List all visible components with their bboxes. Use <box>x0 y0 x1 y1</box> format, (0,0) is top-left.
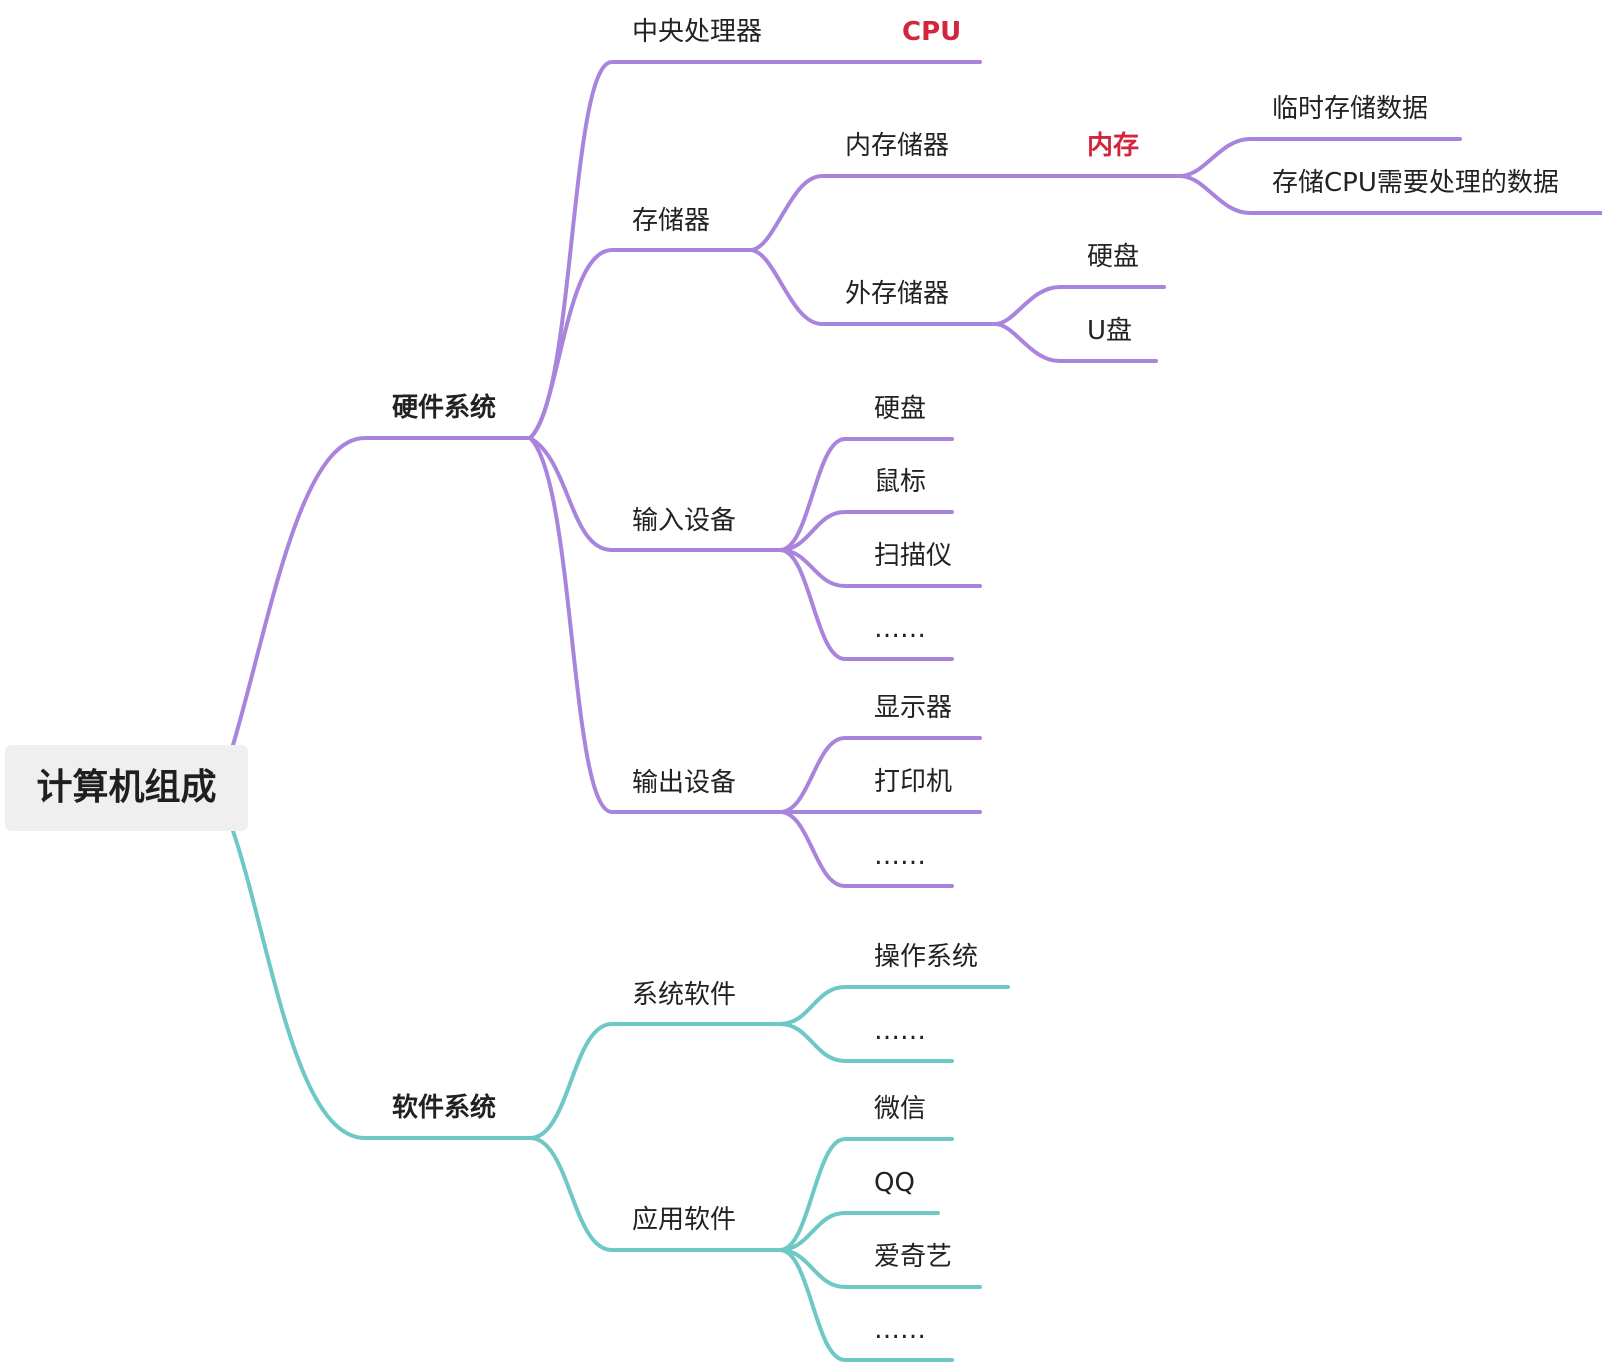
node-internal-storage-note: 内存 <box>1087 131 1140 161</box>
link-input-1 <box>778 437 954 552</box>
node-output-child-3[interactable]: …… <box>874 841 926 871</box>
link-application-3 <box>778 1248 982 1289</box>
root-label: 计算机组成 <box>36 767 217 808</box>
node-input-child-2[interactable]: 鼠标 <box>874 467 927 497</box>
link-external-udisk <box>993 322 1158 363</box>
link-storage-internal <box>748 174 1182 252</box>
software-connectors <box>231 829 1010 1362</box>
node-internal-child-1[interactable]: 临时存储数据 <box>1272 94 1429 124</box>
link-application-4 <box>778 1248 954 1362</box>
node-input-child-4[interactable]: …… <box>874 614 926 644</box>
link-software-system <box>528 1022 782 1140</box>
node-internal-storage[interactable]: 内存储器 <box>845 131 950 161</box>
node-hardware-system[interactable]: 硬件系统 <box>392 393 497 423</box>
node-cpu[interactable]: 中央处理器 <box>632 17 763 47</box>
link-hardware-input <box>528 436 782 552</box>
root-node[interactable]: 计算机组成 <box>5 745 248 831</box>
node-output-devices[interactable]: 输出设备 <box>632 768 737 798</box>
node-external-child-1[interactable]: 硬盘 <box>1087 242 1140 272</box>
node-application-software[interactable]: 应用软件 <box>632 1205 737 1235</box>
node-internal-child-2[interactable]: 存储CPU需要处理的数据 <box>1272 168 1559 198</box>
link-hardware-storage <box>528 248 752 440</box>
link-storage-external <box>748 248 997 326</box>
node-system-child-2[interactable]: …… <box>874 1016 926 1046</box>
link-application-2 <box>778 1211 940 1252</box>
node-output-child-1[interactable]: 显示器 <box>874 693 953 723</box>
link-root-software <box>231 829 532 1140</box>
node-system-software[interactable]: 系统软件 <box>632 980 737 1010</box>
node-input-child-3[interactable]: 扫描仪 <box>874 541 953 571</box>
link-internal-temp <box>1178 137 1462 178</box>
node-software-system[interactable]: 软件系统 <box>392 1093 497 1123</box>
link-input-4 <box>778 548 954 661</box>
link-software-application <box>528 1136 782 1252</box>
node-storage[interactable]: 存储器 <box>632 206 711 236</box>
node-cpu-note: CPU <box>902 17 962 47</box>
link-output-1 <box>778 736 982 814</box>
link-system-1 <box>778 985 1010 1026</box>
link-input-3 <box>778 548 982 588</box>
node-application-child-4[interactable]: …… <box>874 1315 926 1345</box>
node-external-storage[interactable]: 外存储器 <box>845 279 950 309</box>
node-application-child-1[interactable]: 微信 <box>874 1094 927 1124</box>
node-input-child-1[interactable]: 硬盘 <box>874 394 927 424</box>
node-output-child-2[interactable]: 打印机 <box>874 767 953 797</box>
link-hardware-output <box>528 436 782 814</box>
node-input-devices[interactable]: 输入设备 <box>632 506 737 536</box>
link-system-2 <box>778 1022 954 1063</box>
hardware-connectors <box>231 60 1602 888</box>
node-system-child-1[interactable]: 操作系统 <box>874 942 979 972</box>
node-application-child-2[interactable]: QQ <box>874 1168 915 1198</box>
link-external-harddisk <box>993 285 1166 326</box>
node-application-child-3[interactable]: 爱奇艺 <box>874 1242 953 1272</box>
link-internal-cpu-data <box>1178 174 1602 215</box>
link-application-1 <box>778 1137 954 1252</box>
link-root-hardware <box>231 436 532 747</box>
node-external-child-2[interactable]: U盘 <box>1087 316 1133 346</box>
link-input-2 <box>778 510 954 552</box>
link-output-3 <box>778 810 954 888</box>
